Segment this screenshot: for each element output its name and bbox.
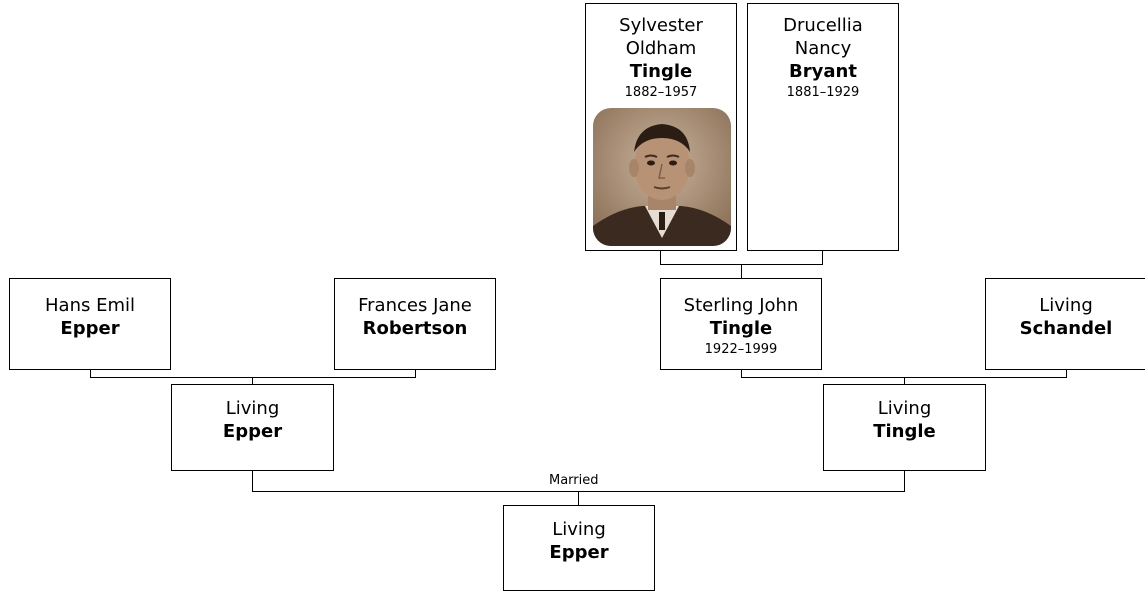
connector <box>578 491 579 505</box>
connector <box>252 377 253 384</box>
given-name: Living <box>225 398 280 419</box>
person-card-drucellia-bryant[interactable]: Drucellia Nancy Bryant 1881–1929 <box>747 3 899 251</box>
person-card-living-tingle[interactable]: Living Tingle <box>823 384 986 471</box>
connector <box>741 369 742 377</box>
person-card-living-schandel[interactable]: Living Schandel <box>985 278 1145 370</box>
connector <box>415 369 416 377</box>
person-card-sylvester-tingle[interactable]: Sylvester Oldham Tingle 1882–1957 <box>585 3 737 251</box>
connector <box>904 377 905 384</box>
life-dates: 1881–1929 <box>786 85 860 100</box>
portrait-photo <box>593 108 731 246</box>
connector <box>904 470 905 491</box>
given-name: Oldham <box>625 38 697 59</box>
connector <box>1066 369 1067 377</box>
relationship-label: Married <box>549 473 599 488</box>
life-dates: 1882–1957 <box>624 85 698 100</box>
surname: Tingle <box>873 421 936 442</box>
connector <box>822 250 823 264</box>
person-card-living-epper-child[interactable]: Living Epper <box>503 505 655 591</box>
surname: Robertson <box>362 318 468 339</box>
life-dates: 1922–1999 <box>704 342 778 357</box>
surname: Tingle <box>709 318 773 339</box>
given-name: Sterling John <box>683 295 799 316</box>
connector <box>741 264 742 278</box>
person-card-living-epper-parent[interactable]: Living Epper <box>171 384 334 471</box>
given-name: Living <box>877 398 932 419</box>
connector <box>252 470 253 491</box>
given-name: Sylvester <box>619 15 703 36</box>
person-card-sterling-tingle[interactable]: Sterling John Tingle 1922–1999 <box>660 278 822 370</box>
surname: Bryant <box>789 61 857 82</box>
surname: Epper <box>60 318 120 339</box>
given-name: Frances Jane <box>358 295 472 316</box>
given-name: Living <box>552 519 606 540</box>
person-card-hans-epper[interactable]: Hans Emil Epper <box>9 278 171 370</box>
given-name: Hans Emil <box>45 295 135 316</box>
connector <box>90 369 91 377</box>
connector <box>660 250 661 264</box>
surname: Schandel <box>1019 318 1113 339</box>
surname: Tingle <box>629 61 693 82</box>
connector <box>90 377 416 378</box>
surname: Epper <box>549 542 609 563</box>
surname: Epper <box>222 421 283 442</box>
given-name: Drucellia <box>783 15 863 36</box>
person-card-frances-robertson[interactable]: Frances Jane Robertson <box>334 278 496 370</box>
given-name: Living <box>1039 295 1093 316</box>
given-name: Nancy <box>794 38 852 59</box>
